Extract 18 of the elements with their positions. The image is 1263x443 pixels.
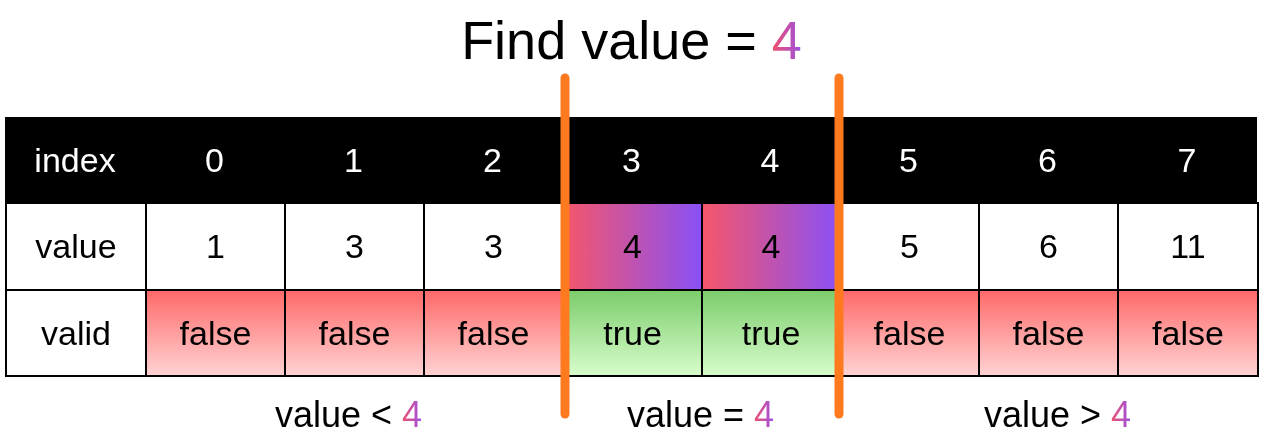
false-cell: false (1117, 289, 1259, 377)
range-label: value = 4 (627, 393, 775, 437)
false-cell: false (284, 289, 425, 377)
title: Find value = 4 (460, 9, 803, 72)
false-cell: false (145, 289, 286, 377)
false-cell: false (423, 289, 564, 377)
false-cell: false (978, 289, 1119, 377)
range-label: value > 4 (984, 393, 1132, 437)
header-cell: 6 (978, 117, 1117, 203)
table-cell: 11 (1117, 202, 1259, 291)
table-cell: value (5, 202, 147, 291)
header-cell: 1 (284, 117, 423, 203)
range-label: value < 4 (275, 393, 423, 437)
header-cell: index (5, 117, 145, 203)
header-cell: 7 (1117, 117, 1257, 203)
table-cell: valid (5, 289, 147, 377)
header-cell: 2 (423, 117, 562, 203)
header-cell: 0 (145, 117, 284, 203)
